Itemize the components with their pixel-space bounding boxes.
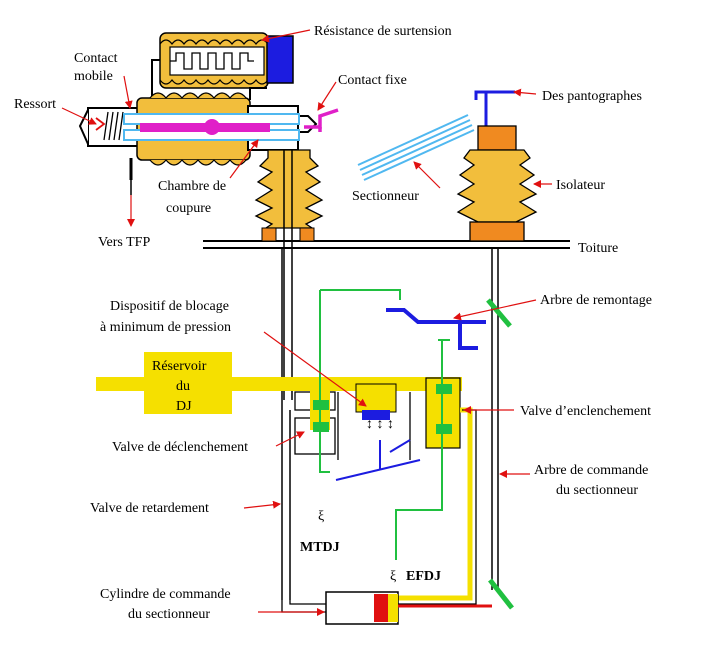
label-vers-tfp: Vers TFP	[98, 235, 150, 250]
label-sectionneur: Sectionneur	[352, 189, 419, 204]
label-efdj: EFDJ	[406, 569, 441, 584]
label-reservoir-2: du	[176, 379, 190, 394]
chambre-de-coupure	[78, 92, 339, 195]
label-valve-declenchement: Valve de déclenchement	[112, 440, 248, 455]
label-ressort: Ressort	[14, 97, 56, 112]
label-arbre-commande-2: du sectionneur	[556, 483, 638, 498]
label-toiture: Toiture	[578, 241, 618, 256]
callout-arrows	[61, 29, 552, 616]
label-arbre-commande-1: Arbre de commande	[534, 463, 648, 478]
label-contact-fixe: Contact fixe	[338, 73, 407, 88]
label-isolateur: Isolateur	[556, 178, 605, 193]
label-arbre-remontage: Arbre de remontage	[540, 293, 652, 308]
label-pantographes: Des pantographes	[542, 89, 642, 104]
svg-text:↕ ↕ ↕: ↕ ↕ ↕	[366, 417, 394, 432]
cylindre-de-commande	[281, 591, 492, 625]
label-contact-mobile-1: Contact	[74, 51, 118, 66]
label-mtdj: MTDJ	[300, 540, 340, 555]
label-valve-retardement: Valve de retardement	[90, 501, 209, 516]
svg-text:ξ: ξ	[318, 509, 324, 524]
label-cylindre-1: Cylindre de commande	[100, 587, 231, 602]
arbre-de-remontage	[386, 298, 514, 610]
resistance-surtension	[151, 32, 294, 100]
toiture-line	[203, 240, 570, 249]
label-cylindre-2: du sectionneur	[128, 607, 210, 622]
label-resistance: Résistance de surtension	[314, 24, 452, 39]
label-blocage-1: Dispositif de blocage	[110, 299, 229, 314]
label-contact-mobile-2: mobile	[74, 69, 113, 84]
boitier-pneumatique: ↕ ↕ ↕ ξ ξ	[96, 248, 477, 605]
isolateur-gauche	[254, 149, 324, 400]
label-reservoir-1: Réservoir	[152, 359, 207, 374]
label-blocage-2: à minimum de pression	[100, 320, 231, 335]
label-reservoir-3: DJ	[176, 399, 192, 414]
label-valve-enclenchement: Valve d’enclenchement	[520, 404, 651, 419]
sectionneur-blade	[357, 114, 475, 181]
svg-text:ξ: ξ	[390, 569, 396, 584]
label-chambre-1: Chambre de	[158, 179, 226, 194]
label-chambre-2: coupure	[166, 201, 211, 216]
